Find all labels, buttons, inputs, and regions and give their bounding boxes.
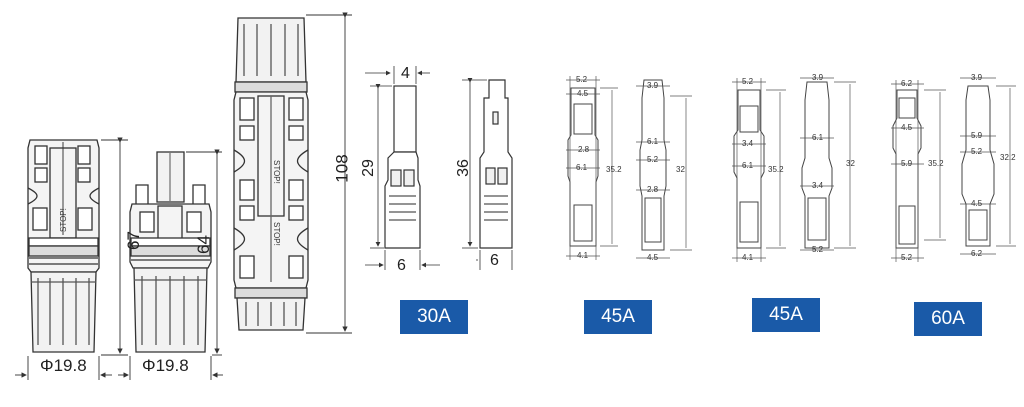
pin-60a-d2: 4.5 xyxy=(901,123,913,132)
pin-30a-bottom-width: 6 xyxy=(397,257,406,274)
socket-45a1-d4: 2.8 xyxy=(647,185,659,194)
pin-45a1-d4: 6.1 xyxy=(576,163,588,172)
rating-badge-45a-2: 45A xyxy=(752,298,820,332)
pin-60a-d3: 5.9 xyxy=(901,159,913,168)
socket-45a1-d1: 3.9 xyxy=(647,81,659,90)
socket-60a-d5: 6.2 xyxy=(971,249,983,258)
contact-45a-1-dimension-lines xyxy=(566,76,692,260)
assembled-length-label: 108 xyxy=(332,154,352,183)
contact-30a-dimension-lines xyxy=(365,66,513,270)
socket-45a2-d3: 3.4 xyxy=(812,181,824,190)
female-dimension-lines xyxy=(15,137,128,380)
pin-30a-top-width: 4 xyxy=(401,65,410,82)
assembled-mark-text-lower: STOP! xyxy=(272,222,281,246)
pin-60a-length: 35.2 xyxy=(928,159,944,168)
pin-45a2-d2: 3.4 xyxy=(742,139,754,148)
socket-45a1-d2: 6.1 xyxy=(647,137,659,146)
socket-30a-bottom-width: 6 xyxy=(490,252,499,269)
assembled-mark-text: STOP! xyxy=(272,160,281,184)
contact-45a-2-dimension-lines xyxy=(732,77,856,262)
rating-badge-45a-1: 45A xyxy=(584,300,652,334)
socket-60a-length: 32.2 xyxy=(1000,153,1016,162)
socket-60a-d2: 5.9 xyxy=(971,131,983,140)
contact-60a-dimension-lines xyxy=(891,77,1016,262)
contact-60a-pin xyxy=(892,89,922,249)
socket-45a1-length: 32 xyxy=(676,165,685,174)
pin-45a2-d1: 5.2 xyxy=(742,77,754,86)
female-diameter-label: Φ19.8 xyxy=(40,356,87,375)
female-length-label: 67 xyxy=(123,231,143,250)
socket-60a-d4: 4.5 xyxy=(971,199,983,208)
contact-30a-socket xyxy=(479,79,513,249)
socket-45a2-d4: 5.2 xyxy=(812,245,824,254)
male-diameter-label: Φ19.8 xyxy=(142,356,189,375)
pin-45a2-d4: 4.1 xyxy=(742,253,754,262)
pin-45a1-d5: 4.1 xyxy=(577,251,589,260)
socket-45a2-d1: 3.9 xyxy=(812,73,824,82)
rating-badge-30a: 30A xyxy=(400,300,468,334)
contact-45a-2-socket xyxy=(801,81,833,249)
assembled-connector xyxy=(233,17,309,331)
female-mark-text: STOP! xyxy=(59,208,68,232)
pin-45a1-d2: 4.5 xyxy=(577,89,589,98)
socket-45a2-length: 32 xyxy=(846,159,855,168)
socket-45a2-d2: 6.1 xyxy=(812,133,824,142)
pin-60a-d4: 5.2 xyxy=(901,253,913,262)
male-length-label: 64 xyxy=(193,235,213,254)
socket-30a-length: 36 xyxy=(454,159,472,177)
pin-45a1-d1: 5.2 xyxy=(576,75,588,84)
contact-60a-socket xyxy=(961,85,995,247)
pin-45a2-length: 35.2 xyxy=(768,165,784,174)
male-connector xyxy=(129,151,212,353)
pin-60a-d1: 6.2 xyxy=(901,79,913,88)
contact-45a-1-socket xyxy=(639,79,667,251)
pin-45a1-length: 35.2 xyxy=(606,165,622,174)
pin-30a-length: 29 xyxy=(359,159,377,177)
rating-badge-60a: 60A xyxy=(914,302,982,336)
socket-60a-d1: 3.9 xyxy=(971,73,983,82)
pin-45a2-d3: 6.1 xyxy=(742,161,754,170)
contact-30a-pin xyxy=(384,85,421,249)
pin-45a1-d3: 2.8 xyxy=(578,145,590,154)
assembled-dimension-lines xyxy=(306,12,352,334)
socket-45a1-d3: 5.2 xyxy=(647,155,659,164)
male-dimension-lines xyxy=(118,149,223,380)
female-connector xyxy=(27,139,100,353)
socket-60a-d3: 5.2 xyxy=(971,147,983,156)
socket-45a1-d5: 4.5 xyxy=(647,253,659,262)
